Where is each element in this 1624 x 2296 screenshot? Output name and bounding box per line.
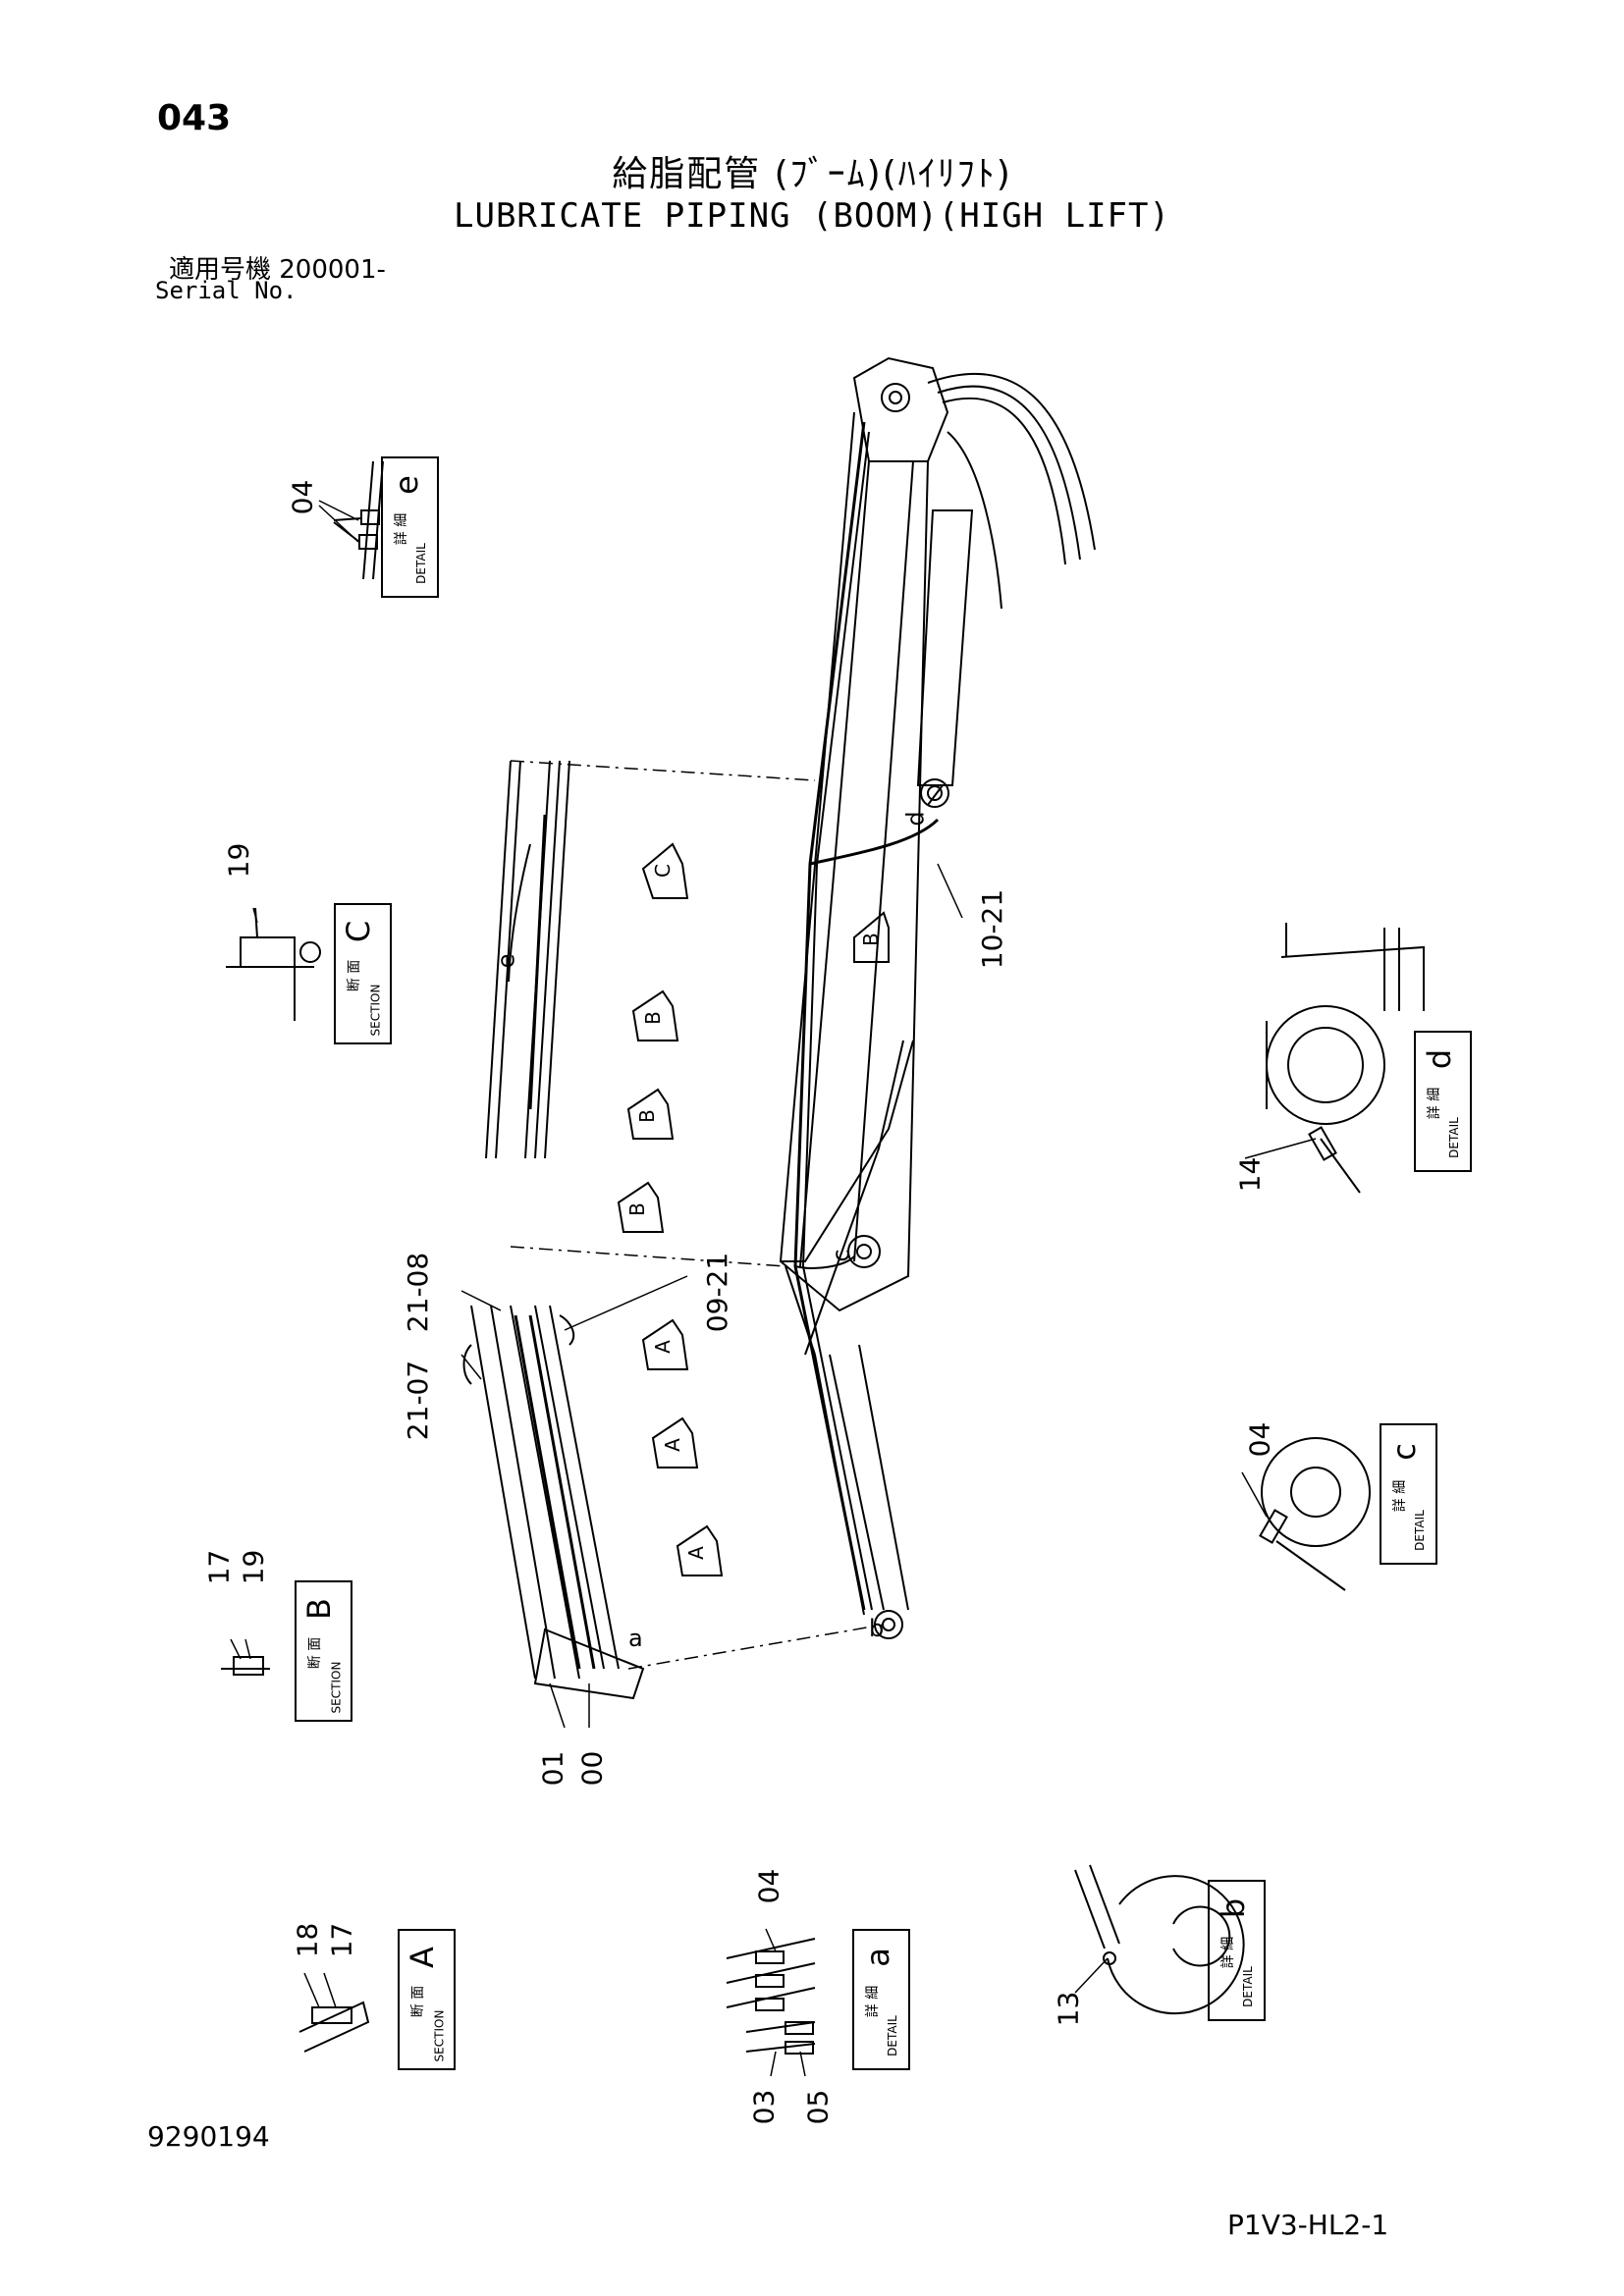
grease-line-boom xyxy=(793,421,940,1611)
view-tag-letter: c xyxy=(1384,1443,1423,1461)
section-plane-lines xyxy=(510,760,885,1670)
view-tag-kind-en: DETAIL xyxy=(413,543,428,584)
page-number: 043 xyxy=(157,98,232,138)
view-tag-detail-e: e 詳 細 DETAIL xyxy=(381,456,439,598)
arrow-label-b-1: B xyxy=(858,933,883,946)
arrow-label-a-3: A xyxy=(683,1546,708,1560)
detail-a-drawing xyxy=(726,1938,816,2055)
view-tag-letter: a xyxy=(858,1948,896,1967)
arrow-label-b-2: B xyxy=(640,1011,665,1025)
view-tag-kind-jp: 断 面 xyxy=(347,959,363,992)
section-arrows xyxy=(617,842,890,1576)
arrow-label-b-4: B xyxy=(624,1202,649,1216)
serial-label-english: Serial No. xyxy=(155,277,298,304)
view-tag-letter: B xyxy=(299,1598,338,1620)
marker-e: e xyxy=(492,953,520,969)
leader-lines xyxy=(230,500,1317,2077)
side-rail-lower xyxy=(462,1305,645,1700)
marker-b: b xyxy=(869,1615,885,1642)
view-tag-kind-en: DETAIL xyxy=(1412,1510,1427,1551)
callout-c-19: 19 xyxy=(222,842,255,879)
view-tag-kind-jp: 詳 細 xyxy=(865,1985,882,2018)
view-tag-kind-en: SECTION xyxy=(432,2009,447,2062)
drawing-code: P1V3-HL2-1 xyxy=(1227,2209,1389,2241)
view-tag-section-b: B 断 面 SECTION xyxy=(295,1580,352,1722)
view-tag-kind-en: DETAIL xyxy=(885,2015,899,2056)
section-b-drawing xyxy=(221,1656,270,1676)
view-tag-letter: e xyxy=(387,475,425,495)
callout-09-21: 09-21 xyxy=(701,1252,734,1333)
callout-detail-a-05: 05 xyxy=(801,2089,835,2125)
detail-b-drawing xyxy=(1074,1864,1245,2015)
view-tag-kind-jp: 詳 細 xyxy=(1392,1479,1409,1513)
view-tag-letter: d xyxy=(1421,1048,1459,1070)
view-tag-kind-en: DETAIL xyxy=(1240,1966,1255,2007)
callout-e-04: 04 xyxy=(286,479,319,515)
view-tag-detail-d: d 詳 細 DETAIL xyxy=(1414,1031,1472,1172)
callout-a-18: 18 xyxy=(291,1922,324,1958)
callout-21-07: 21-07 xyxy=(402,1360,435,1441)
view-tag-kind-jp: 詳 細 xyxy=(394,512,410,546)
view-tag-letter: A xyxy=(403,1947,441,1968)
callout-detail-a-03: 03 xyxy=(747,2089,781,2125)
detail-c-drawing xyxy=(1259,1437,1371,1591)
view-tag-kind-en: SECTION xyxy=(329,1661,344,1714)
serial-label-japanese: 適用号機 200001- xyxy=(169,255,386,285)
callout-c-04: 04 xyxy=(1243,1421,1276,1458)
marker-d: d xyxy=(901,811,930,827)
arrow-label-a-1: A xyxy=(650,1340,675,1354)
boom-structure xyxy=(779,356,1096,1639)
callout-10-21: 10-21 xyxy=(976,888,1009,970)
view-tag-detail-b: b 詳 細 DETAIL xyxy=(1208,1880,1266,2021)
arrow-label-a-2: A xyxy=(660,1438,684,1452)
callout-00: 00 xyxy=(575,1750,609,1787)
callout-01: 01 xyxy=(536,1750,569,1787)
side-rail-upper xyxy=(485,760,570,1159)
title-english: LUBRICATE PIPING (BOOM)(HIGH LIFT) xyxy=(454,196,1170,236)
callout-b-19: 19 xyxy=(237,1549,270,1585)
callout-detail-b-13: 13 xyxy=(1052,1991,1085,2027)
arrow-label-b-3: B xyxy=(634,1109,659,1123)
view-tag-letter: C xyxy=(340,920,378,943)
arrow-label-c: C xyxy=(650,864,675,878)
view-tag-letter: b xyxy=(1215,1897,1253,1919)
section-a-drawing xyxy=(298,2001,370,2053)
view-tag-section-a: A 断 面 SECTION xyxy=(398,1929,456,2070)
view-tag-kind-en: DETAIL xyxy=(1446,1117,1461,1158)
detail-d-drawing xyxy=(1266,923,1425,1194)
callout-21-08: 21-08 xyxy=(402,1252,435,1333)
marker-c: c xyxy=(827,1249,855,1262)
document-number: 9290194 xyxy=(147,2120,270,2153)
view-tag-kind-jp: 断 面 xyxy=(410,1985,427,2018)
callout-detail-a-04: 04 xyxy=(752,1868,785,1904)
view-tag-detail-c: c 詳 細 DETAIL xyxy=(1380,1423,1437,1565)
view-tag-detail-a: a 詳 細 DETAIL xyxy=(852,1929,910,2070)
view-tag-section-c: C 断 面 SECTION xyxy=(334,903,392,1044)
view-tag-kind-jp: 詳 細 xyxy=(1427,1087,1443,1120)
view-tag-kind-en: SECTION xyxy=(368,984,383,1037)
view-tag-kind-jp: 詳 細 xyxy=(1220,1936,1237,1969)
marker-a: a xyxy=(628,1625,643,1652)
callout-a-17: 17 xyxy=(325,1922,358,1958)
section-c-drawing xyxy=(226,907,321,1021)
callout-b-17: 17 xyxy=(202,1549,236,1585)
title-japanese: 給脂配管 (ﾌﾞｰﾑ)(ﾊｲﾘﾌﾄ) xyxy=(612,154,1012,194)
callout-d-14: 14 xyxy=(1233,1156,1267,1193)
view-tag-kind-jp: 断 面 xyxy=(307,1636,324,1670)
